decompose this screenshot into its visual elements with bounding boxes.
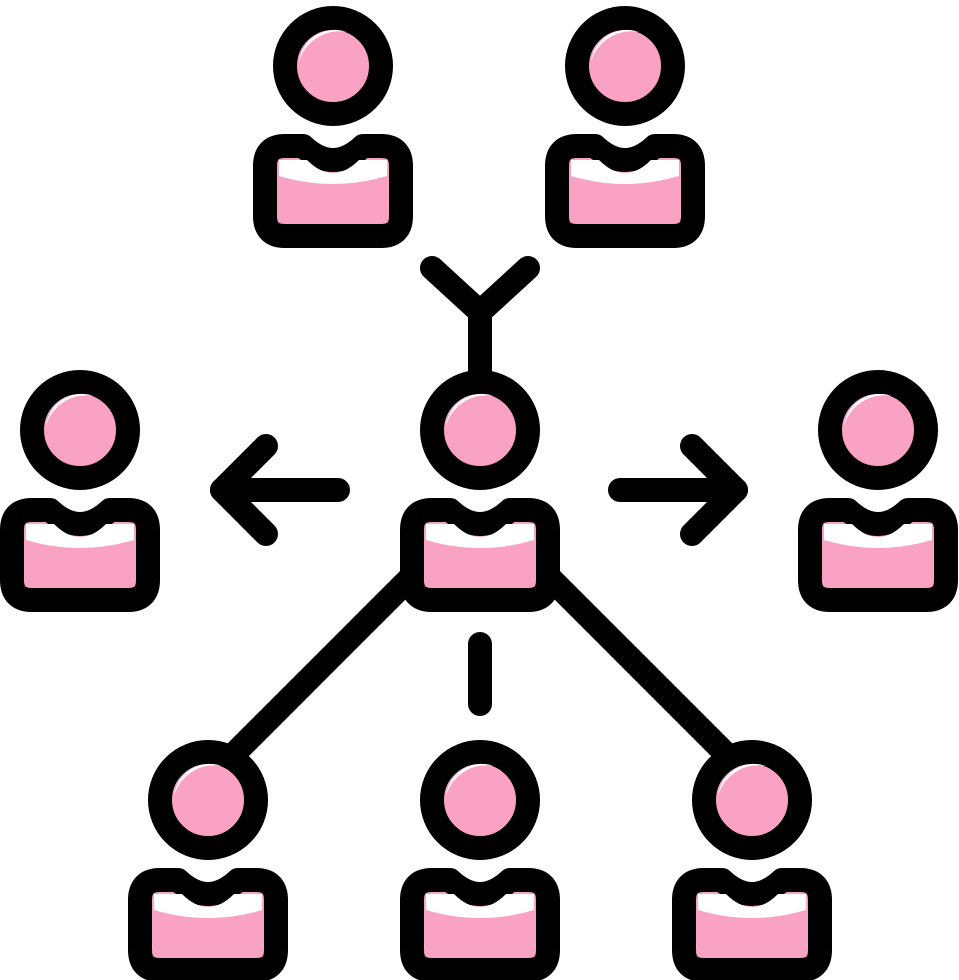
person-bottom-left-icon: [128, 740, 288, 980]
person-body: [253, 134, 413, 248]
person-head: [818, 370, 938, 490]
person-body: [400, 868, 560, 980]
person-body: [0, 498, 160, 612]
body-highlight: [279, 160, 387, 184]
link-bottom-right-line: [540, 568, 736, 764]
person-center-icon: [400, 370, 560, 612]
link-bottom-left-line: [224, 568, 420, 764]
person-body: [798, 498, 958, 612]
arrow-left-head: [210, 434, 278, 546]
person-head: [692, 740, 812, 860]
body-highlight: [154, 894, 262, 918]
people: [0, 6, 958, 980]
person-bottom-right-icon: [672, 740, 832, 980]
person-body: [128, 868, 288, 980]
person-head: [420, 740, 540, 860]
body-highlight: [824, 524, 932, 548]
person-body: [672, 868, 832, 980]
person-head: [273, 6, 393, 126]
body-highlight: [571, 160, 679, 184]
arrow-right-head: [680, 434, 748, 546]
person-head: [148, 740, 268, 860]
body-highlight: [698, 894, 806, 918]
person-left-icon: [0, 370, 160, 612]
person-bottom-middle-icon: [400, 740, 560, 980]
person-body: [545, 134, 705, 248]
person-right-icon: [798, 370, 958, 612]
person-body: [400, 498, 560, 612]
connectors: [210, 256, 748, 764]
body-highlight: [426, 524, 534, 548]
person-top-left-icon: [253, 6, 413, 248]
person-top-right-icon: [545, 6, 705, 248]
person-head: [420, 370, 540, 490]
body-highlight: [426, 894, 534, 918]
body-highlight: [26, 524, 134, 548]
person-head: [565, 6, 685, 126]
person-head: [20, 370, 140, 490]
